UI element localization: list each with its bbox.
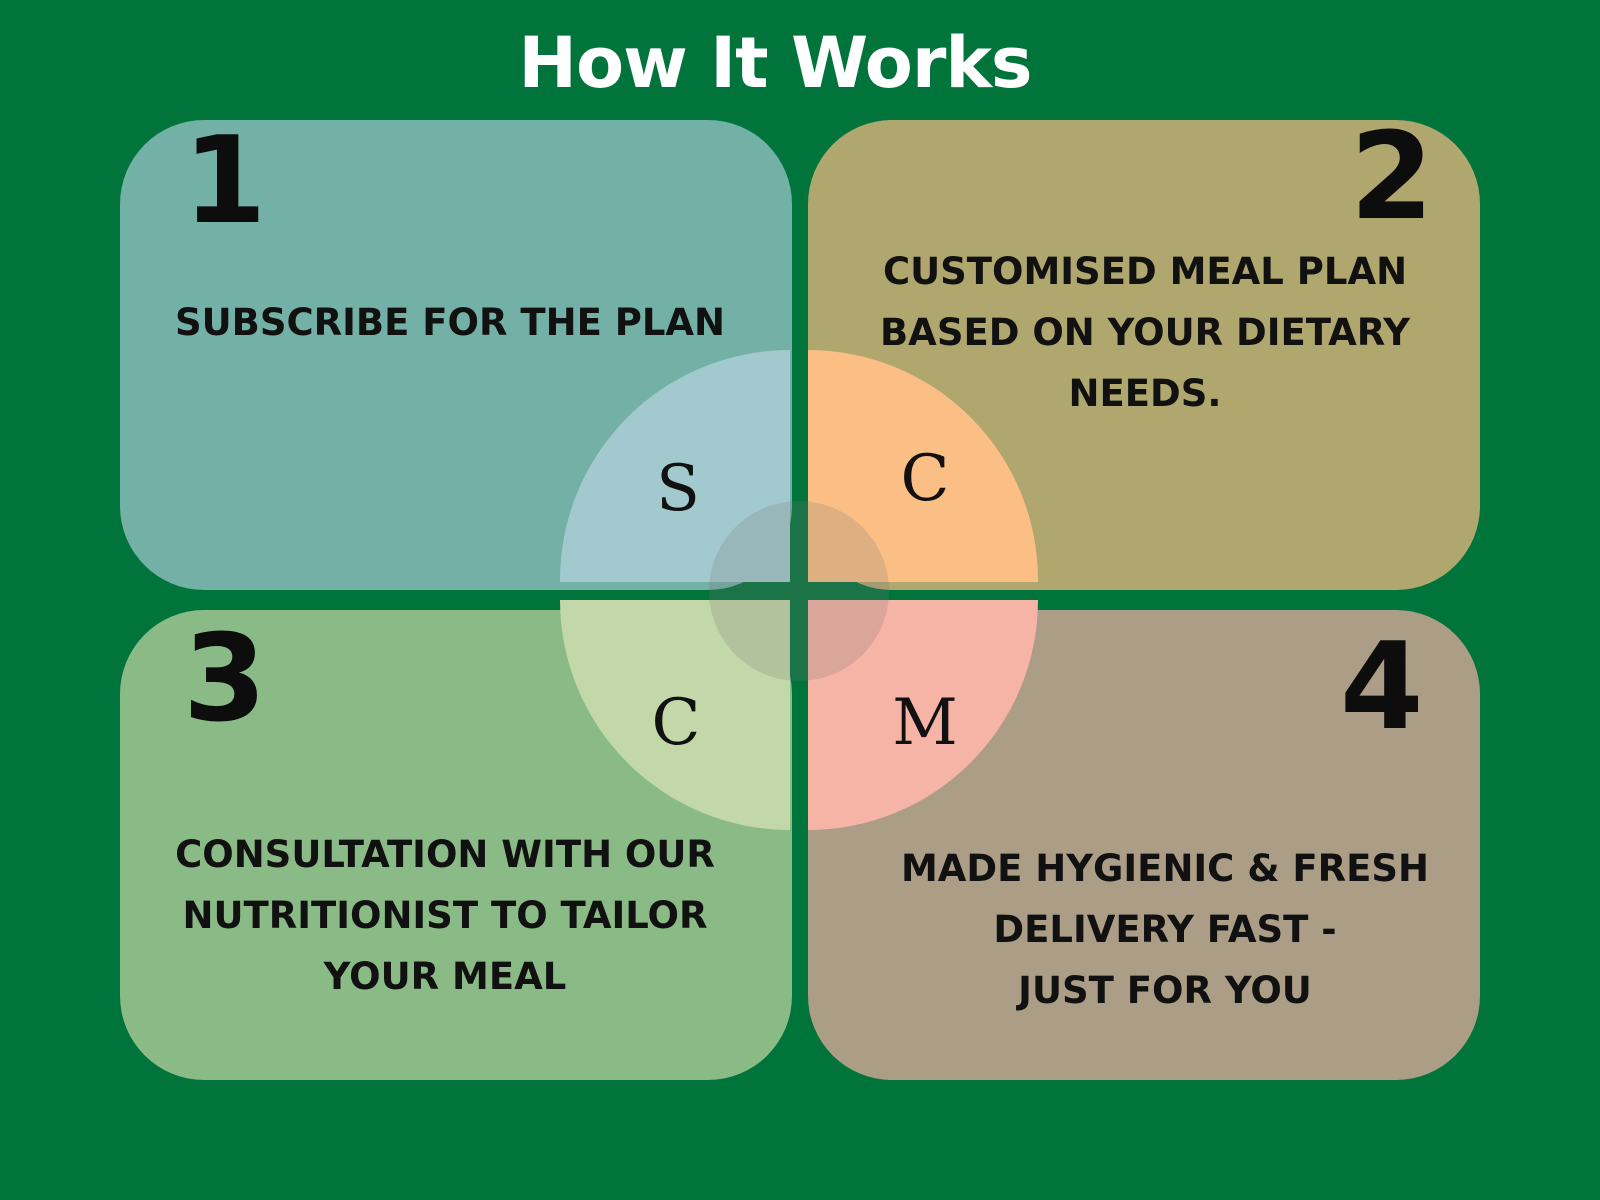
- step-1-line-1: SUBSCRIBE FOR THE PLAN: [174, 301, 726, 344]
- circle-letter-4: M: [892, 686, 958, 760]
- circle-quarter-2: [808, 350, 1039, 582]
- step-4-line-2: DELIVERY FAST -: [993, 908, 1337, 951]
- step-number-4: 4: [1340, 618, 1424, 757]
- step-text-4: MADE HYGIENIC & FRESH DELIVERY FAST - JU…: [860, 838, 1470, 1021]
- circle-quarter-3: [560, 600, 790, 830]
- circle-quarter-4: [808, 600, 1038, 830]
- step-2-line-3: NEEDS.: [1068, 372, 1222, 415]
- step-text-2: CUSTOMISED MEAL PLAN BASED ON YOUR DIETA…: [840, 241, 1450, 424]
- inner-circle: [709, 501, 889, 681]
- step-2-line-2: BASED ON YOUR DIETARY: [879, 311, 1410, 354]
- step-number-2: 2: [1350, 108, 1434, 247]
- circle-quarter-1: [559, 350, 790, 582]
- step-3-line-2: NUTRITIONIST TO TAILOR: [182, 894, 708, 937]
- step-4-line-3: JUST FOR YOU: [1018, 969, 1312, 1012]
- circle-letter-3: C: [652, 686, 701, 760]
- circle-letter-1: S: [656, 452, 700, 526]
- step-number-1: 1: [183, 112, 267, 251]
- step-number-3: 3: [183, 610, 267, 749]
- step-text-3: CONSULTATION WITH OUR NUTRITIONIST TO TA…: [140, 824, 750, 1007]
- page-title: How It Works: [518, 22, 1032, 104]
- step-3-line-1: CONSULTATION WITH OUR: [175, 833, 715, 876]
- step-text-1: SUBSCRIBE FOR THE PLAN: [150, 292, 750, 353]
- step-2-line-1: CUSTOMISED MEAL PLAN: [882, 250, 1408, 293]
- step-3-line-3: YOUR MEAL: [323, 955, 567, 998]
- circle-letter-2: C: [901, 442, 950, 516]
- step-4-line-1: MADE HYGIENIC & FRESH: [900, 847, 1430, 890]
